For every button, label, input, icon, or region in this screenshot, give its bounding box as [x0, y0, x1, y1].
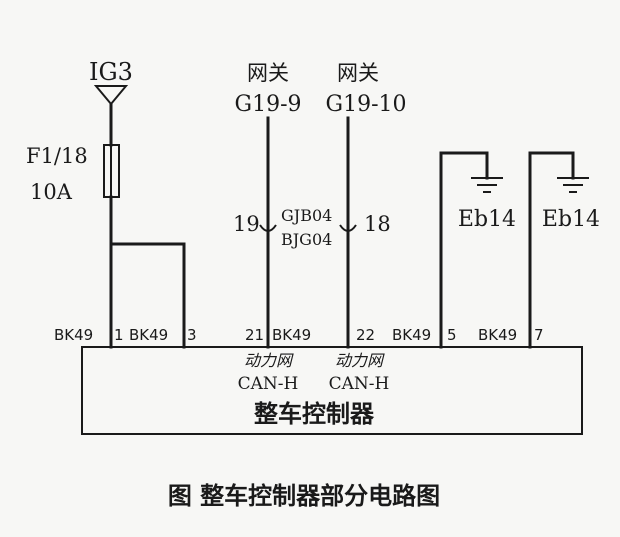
pin-number-1: 1: [114, 326, 124, 344]
pin-number-5: 5: [447, 326, 457, 344]
pin-number-22: 22: [356, 326, 375, 344]
can-network-right: 动力网: [335, 351, 385, 370]
pin-connector-7: BK49: [478, 326, 517, 344]
can-network-left: 动力网: [244, 351, 294, 370]
pin-connector-22: BK49: [392, 326, 431, 344]
can-signal-right: CAN-H: [329, 374, 390, 394]
splice-pin-right: 18: [364, 212, 391, 236]
wire-ground-2: [528, 151, 575, 349]
gateway-title-1: 网关: [247, 61, 289, 85]
module-name: 整车控制器: [254, 400, 375, 428]
power-source-symbol: [93, 85, 129, 106]
pin-number-21: 21: [245, 326, 264, 344]
module-box: [81, 346, 583, 435]
wire-ground-1: [439, 151, 489, 349]
splice-pin-left: 19: [233, 212, 260, 236]
splice-symbol-left: [259, 224, 277, 232]
ground-label-2: Eb14: [542, 207, 600, 232]
ground-label-1: Eb14: [458, 207, 516, 232]
figure-caption: 图 整车控制器部分电路图: [168, 482, 440, 510]
fuse-id-label: F1/18: [26, 144, 88, 168]
gateway-connector-1: G19-9: [235, 92, 302, 117]
splice-symbol-right: [339, 224, 357, 232]
gateway-connector-2: G19-10: [326, 92, 407, 117]
pin-connector-1: BK49: [54, 326, 93, 344]
can-signal-left: CAN-H: [238, 374, 299, 394]
splice-code-bottom: BJG04: [281, 230, 332, 249]
gateway-title-2: 网关: [337, 61, 379, 85]
pin-number-7: 7: [534, 326, 544, 344]
fuse-rating-label: 10A: [30, 180, 73, 204]
wire-branch-pin3: [109, 242, 186, 349]
pin-connector-21: BK49: [272, 326, 311, 344]
power-source-label: IG3: [89, 58, 133, 86]
splice-code-top: GJB04: [281, 206, 332, 225]
pin-number-3: 3: [187, 326, 197, 344]
pin-connector-3: BK49: [129, 326, 168, 344]
